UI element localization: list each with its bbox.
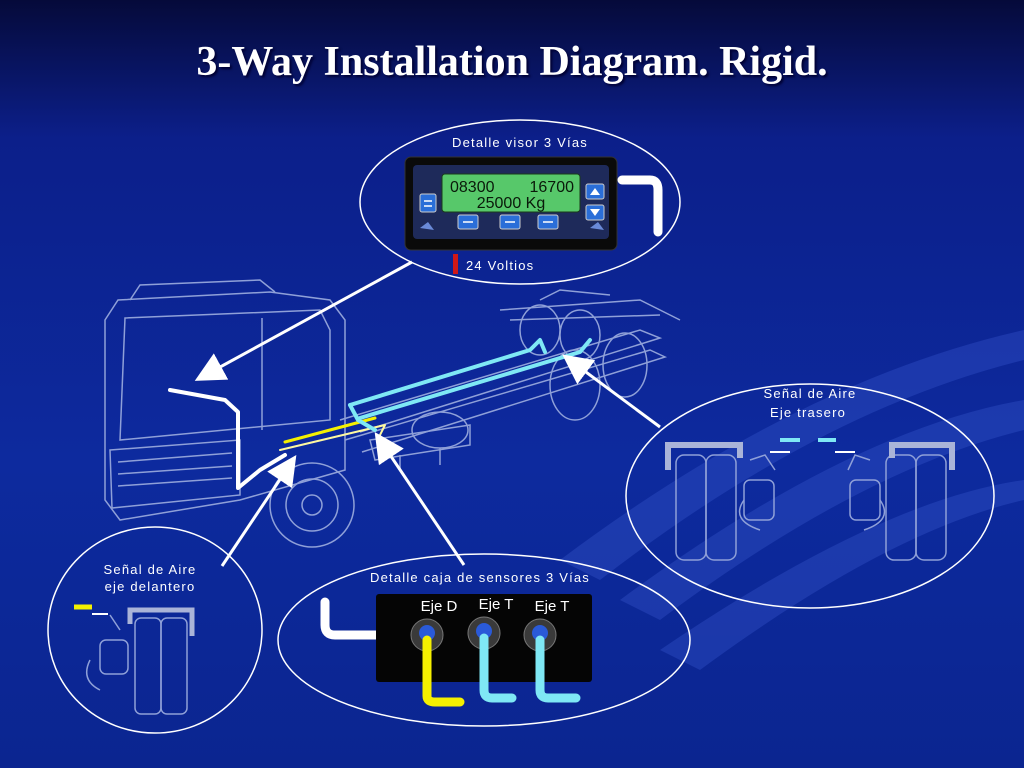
sensor-box-label: Detalle caja de sensores 3 Vías bbox=[370, 570, 590, 585]
truck-outline bbox=[104, 279, 681, 548]
rear-axle-detail: Señal de Aire Eje trasero bbox=[625, 383, 995, 609]
front-axle-hose bbox=[422, 635, 465, 707]
display-detail-label: Detalle visor 3 Vías bbox=[452, 135, 588, 150]
port-label-rear-1: Eje T bbox=[479, 596, 514, 613]
arrow-down-icon bbox=[590, 209, 600, 216]
sensor-port-front bbox=[410, 618, 444, 652]
background-swoosh bbox=[560, 330, 1024, 670]
sensor-port-rear-1 bbox=[467, 616, 501, 650]
pointer-arrows bbox=[194, 260, 661, 567]
lcd-value-left: 08300 bbox=[450, 179, 495, 196]
port-label-rear-2: Eje T bbox=[535, 598, 570, 615]
arrow-display-to-cab bbox=[194, 260, 413, 381]
sensor-box-detail: Detalle caja de sensores 3 Vías Eje D Ej… bbox=[277, 553, 691, 727]
power-cable-icon bbox=[453, 254, 458, 274]
rear-axle-label-line2: Eje trasero bbox=[770, 405, 846, 420]
lcd-screen bbox=[441, 173, 581, 213]
arrow-sensor-box bbox=[374, 432, 466, 566]
brand-logo-icon-right bbox=[590, 222, 604, 230]
arrow-front-axle bbox=[220, 455, 297, 567]
front-axle-detail: Señal de Aire eje delantero bbox=[47, 526, 263, 734]
rear-axle-hose-2 bbox=[535, 635, 581, 703]
display-detail: Detalle visor 3 Vías 08300 16700 25000 K… bbox=[359, 119, 681, 285]
arrow-up-icon bbox=[590, 188, 600, 195]
arrow-rear-axle bbox=[562, 354, 661, 429]
front-axle-label-line2: eje delantero bbox=[105, 579, 196, 594]
voltage-label: 24 Voltios bbox=[466, 258, 534, 273]
front-axle-label-line1: Señal de Aire bbox=[104, 562, 197, 577]
port-label-front: Eje D bbox=[421, 598, 458, 615]
lcd-total-weight: 25000 Kg bbox=[477, 195, 546, 212]
display-cable bbox=[617, 175, 663, 237]
brand-logo-icon bbox=[420, 222, 434, 230]
menu-lines-icon bbox=[424, 200, 432, 207]
rear-axle-label-line1: Señal de Aire bbox=[764, 386, 857, 401]
slide-title: 3-Way Installation Diagram. Rigid. bbox=[196, 39, 828, 85]
truck-hoses bbox=[168, 338, 592, 490]
menu-button[interactable] bbox=[419, 193, 437, 213]
lcd-value-right: 16700 bbox=[530, 179, 575, 196]
rear-axle-hose-1 bbox=[479, 633, 517, 703]
sensor-port-rear-2 bbox=[523, 618, 557, 652]
sensor-box-cable bbox=[320, 597, 381, 640]
